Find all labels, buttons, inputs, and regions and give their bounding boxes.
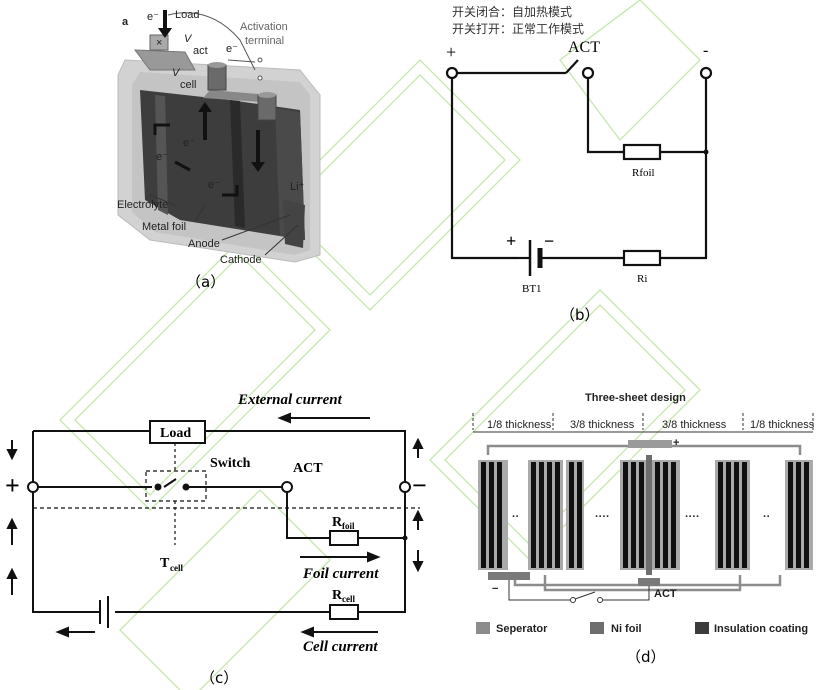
caption-b: （b） (560, 306, 600, 324)
terminal-activation (207, 64, 227, 91)
terminal-plus-label: + (446, 42, 456, 62)
label-v-cell-sub: cell (180, 79, 197, 91)
positive-tab (628, 440, 672, 448)
electrode-groups (478, 455, 813, 575)
terminal-negative (149, 34, 169, 51)
caption-a: （a） (186, 273, 225, 291)
label-anode: Anode (188, 238, 220, 250)
legend-ni-swatch (590, 622, 604, 634)
switch-d (508, 580, 650, 603)
label-rcell-c-sub: cell (342, 594, 355, 604)
label-switch: Switch (210, 456, 251, 471)
panel-d: Three-sheet design 1/8 thickness 3/8 thi… (472, 392, 815, 666)
switch-blade (565, 59, 579, 74)
label-rfoil-c: R (332, 515, 343, 530)
act-tab (638, 578, 660, 586)
battery-minus: − (544, 231, 554, 251)
panel-c: Load Switch ACT T cell R foil R cell Ext… (5, 392, 427, 687)
label-rfoil: Rfoil (632, 167, 655, 179)
watermark (59, 0, 701, 690)
terminal-plus-c: + (5, 471, 20, 500)
battery-plus: + (506, 231, 516, 251)
label-plus-d: + (673, 437, 679, 449)
terminal-minus-label: - (703, 42, 708, 59)
label-load: Load (175, 9, 199, 21)
terminal-positive (257, 94, 277, 121)
legend-insulation-swatch (695, 622, 709, 634)
legend-separator: Seperator (496, 623, 548, 635)
label-electrolyte: Electrolyte (117, 199, 168, 211)
legend-insulation: Insulation coating (714, 623, 808, 635)
switch-c (163, 478, 177, 488)
label-foil-current: Foil current (302, 566, 379, 582)
label-cell-current: Cell current (303, 639, 378, 655)
label-electron-top: e⁻ (147, 11, 159, 23)
label-v-act-sub: act (193, 45, 208, 57)
thickness-3: 3/8 thickness (662, 419, 727, 431)
act-label: ACT (568, 39, 600, 56)
label-cathode: Cathode (220, 254, 262, 266)
label-act-c: ACT (293, 461, 323, 476)
label-electron-2: e⁻ (156, 151, 168, 163)
label-li: Li⁺ (290, 181, 305, 193)
panel-b: 开关闭合：自加热模式 开关打开：正常工作模式 + ACT - Rfoil Ri … (445, 4, 713, 324)
dots-3: ···· (685, 511, 700, 523)
current-arrows-c (6, 412, 424, 638)
thickness-2: 3/8 thickness (570, 419, 635, 431)
caption-d: （d） (626, 648, 666, 666)
caption-c: （c） (200, 669, 238, 687)
label-load-c: Load (160, 426, 191, 441)
label-ri: Ri (637, 273, 647, 285)
note-switch-closed: 开关闭合：自加热模式 (452, 4, 572, 19)
negative-tab (488, 572, 530, 580)
svg-text:×: × (156, 37, 162, 49)
label-activation: Activation (240, 21, 288, 33)
label-bt1: BT1 (522, 283, 542, 295)
label-act-d: ACT (654, 588, 677, 600)
terminal-minus-c: − (412, 471, 427, 500)
dots-2: ···· (595, 511, 610, 523)
load-box (149, 420, 206, 444)
panel-a: a × e⁻ Load Ac (117, 9, 321, 291)
legend-ni-foil: Ni foil (611, 623, 642, 635)
label-tcell: T (160, 556, 170, 571)
electrode-stack (140, 90, 305, 240)
dots-1: ·· (512, 511, 519, 523)
thickness-4: 1/8 thickness (750, 419, 815, 431)
label-rfoil-c-sub: foil (342, 521, 355, 531)
dots-4: ·· (763, 511, 770, 523)
switch-box (145, 470, 207, 502)
label-metal-foil: Metal foil (142, 221, 186, 233)
label-terminal: terminal (245, 35, 284, 47)
note-switch-open: 开关打开：正常工作模式 (452, 22, 584, 36)
label-electron-1: e⁻ (183, 137, 195, 149)
panel-a-tag: a (122, 16, 129, 28)
label-v-cell: V (172, 67, 181, 79)
label-external-current: External current (237, 392, 343, 408)
resistor-rfoil (622, 143, 662, 161)
label-electron-act: e⁻ (226, 43, 238, 55)
thickness-1: 1/8 thickness (487, 419, 552, 431)
resistor-rcell-c (329, 604, 359, 620)
resistor-ri (622, 249, 662, 267)
title-three-sheet: Three-sheet design (585, 392, 686, 404)
label-minus-d: − (492, 583, 498, 595)
label-v-act: V (184, 33, 193, 45)
label-rcell-c: R (332, 588, 343, 603)
legend-separator-swatch (476, 622, 490, 634)
label-electron-3: e⁻ (208, 179, 220, 191)
label-tcell-sub: cell (170, 563, 183, 573)
resistor-rfoil-c (329, 530, 359, 546)
